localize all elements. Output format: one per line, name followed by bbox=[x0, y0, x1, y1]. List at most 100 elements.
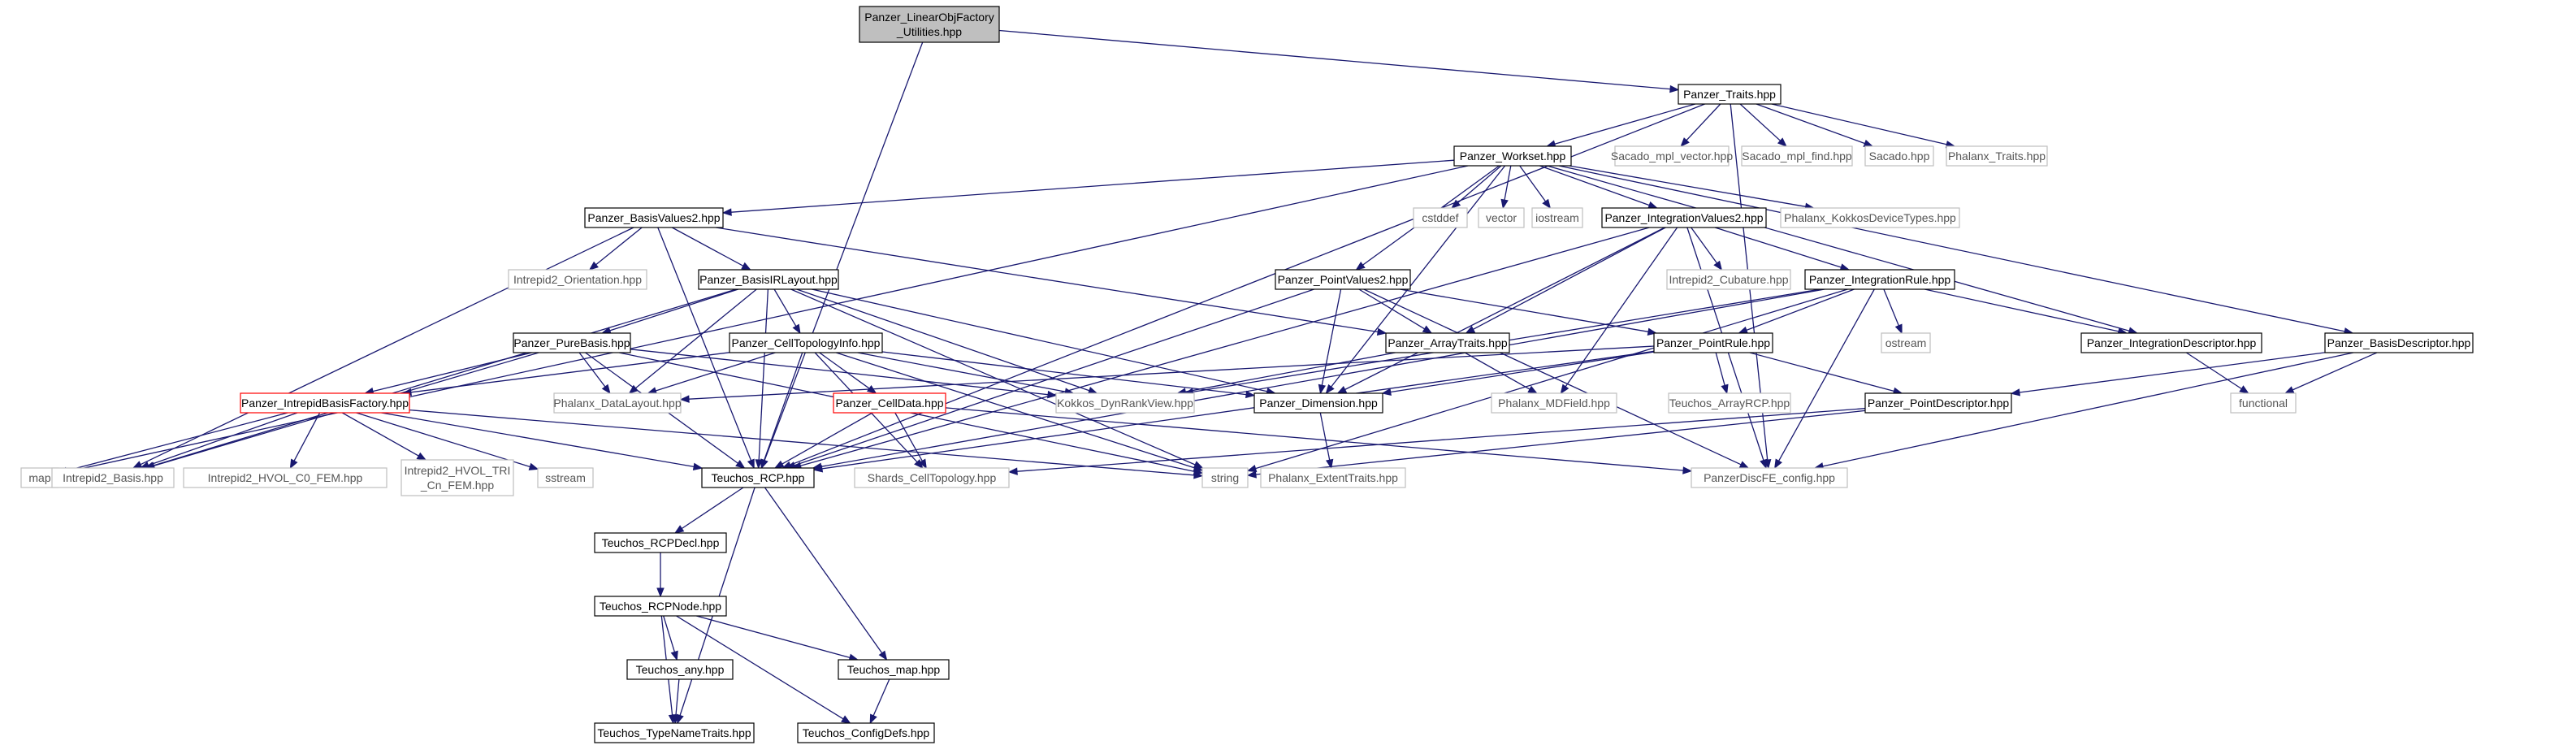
edge-line bbox=[1331, 165, 1506, 388]
edge-line bbox=[715, 227, 1379, 333]
node-label: string bbox=[1211, 471, 1239, 484]
node-typenametraits[interactable]: Teuchos_TypeNameTraits.hpp bbox=[594, 722, 755, 743]
node-box bbox=[1055, 392, 1195, 414]
edge-pointrule-to-teuchos_arcp bbox=[1715, 352, 1729, 395]
node-basisirlayout[interactable]: Panzer_BasisIRLayout.hpp bbox=[698, 269, 839, 290]
edge-arrowhead bbox=[1527, 385, 1538, 394]
node-box bbox=[1741, 145, 1853, 167]
edge-line bbox=[1714, 227, 1842, 268]
edge-line bbox=[148, 412, 298, 466]
edge-arrowhead bbox=[1193, 464, 1204, 472]
edge-arrowhead bbox=[1246, 464, 1258, 473]
node-basisdesc[interactable]: Panzer_BasisDescriptor.hpp bbox=[2324, 332, 2474, 353]
node-intrule[interactable]: Panzer_IntegrationRule.hpp bbox=[1804, 269, 1955, 290]
edge-workset-to-map bbox=[57, 165, 1469, 476]
node-box bbox=[1385, 332, 1510, 353]
edge-arrowhead bbox=[1246, 470, 1257, 479]
node-arraytraits[interactable]: Panzer_ArrayTraits.hpp bbox=[1385, 332, 1510, 353]
node-box bbox=[1491, 392, 1617, 414]
edge-intrepid_factory-to-string bbox=[409, 409, 1204, 479]
edge-line bbox=[857, 352, 1066, 392]
node-root[interactable]: Panzer_LinearObjFactory_Utilities.hpp bbox=[859, 6, 1000, 43]
node-teuchos_any[interactable]: Teuchos_any.hpp bbox=[626, 659, 734, 680]
edge-line bbox=[688, 345, 1655, 400]
edge-line bbox=[894, 412, 923, 462]
node-box bbox=[838, 659, 950, 680]
edge-rcpnode-to-configdefs bbox=[676, 615, 851, 724]
node-pointrule[interactable]: Panzer_PointRule.hpp bbox=[1653, 332, 1773, 353]
edge-line bbox=[800, 227, 1650, 466]
node-box bbox=[1864, 145, 1934, 167]
node-configdefs[interactable]: Teuchos_ConfigDefs.hpp bbox=[797, 722, 935, 743]
edge-traits-to-sacado_vec bbox=[1680, 103, 1721, 147]
node-label: iostream bbox=[1535, 211, 1579, 224]
edge-celltopo-to-intrepid_factory bbox=[401, 352, 730, 396]
edge-line bbox=[410, 352, 730, 393]
node-pointvalues2[interactable]: Panzer_PointValues2.hpp bbox=[1275, 269, 1411, 290]
node-label: _Utilities.hpp bbox=[896, 25, 962, 38]
node-box bbox=[1653, 332, 1773, 353]
edge-line bbox=[1554, 103, 1695, 145]
edge-line bbox=[140, 227, 634, 466]
node-box bbox=[854, 467, 1010, 488]
node-teuchos_rcp[interactable]: Teuchos_RCP.hpp bbox=[701, 467, 815, 488]
node-box bbox=[701, 467, 815, 488]
edge-line bbox=[812, 288, 1267, 392]
node-basisvalues2[interactable]: Panzer_BasisValues2.hpp bbox=[584, 207, 724, 228]
edge-intdesc-to-functional bbox=[2185, 352, 2249, 394]
node-label: Panzer_ArrayTraits.hpp bbox=[1388, 336, 1508, 349]
node-rcpnode[interactable]: Teuchos_RCPNode.hpp bbox=[594, 596, 727, 617]
node-box bbox=[1478, 207, 1525, 228]
node-label: Teuchos_ArrayRCP.hpp bbox=[1669, 396, 1790, 410]
node-box bbox=[51, 467, 175, 488]
edge-workset-to-intvalues2 bbox=[1539, 165, 1658, 209]
node-intdesc[interactable]: Panzer_IntegrationDescriptor.hpp bbox=[2080, 332, 2262, 353]
edge-rcpnode-to-teuchos_any bbox=[663, 615, 678, 661]
edge-rcpnode-to-teuchos_map bbox=[696, 615, 859, 661]
node-traits[interactable]: Panzer_Traits.hpp bbox=[1678, 84, 1782, 105]
edge-line bbox=[1883, 288, 1899, 326]
edge-arrowhead bbox=[1682, 466, 1693, 474]
node-label: Panzer_Traits.hpp bbox=[1683, 88, 1776, 101]
edge-arrowhead bbox=[1500, 198, 1509, 210]
edge-line bbox=[796, 288, 1090, 392]
node-teuchos_map[interactable]: Teuchos_map.hpp bbox=[838, 659, 950, 680]
node-celltopo[interactable]: Panzer_CellTopologyInfo.hpp bbox=[729, 332, 883, 353]
node-intvalues2[interactable]: Panzer_IntegrationValues2.hpp bbox=[1601, 207, 1767, 228]
edge-celldata-to-shards bbox=[894, 412, 927, 470]
edge-arrowhead bbox=[747, 458, 755, 470]
node-rcpdecl[interactable]: Teuchos_RCPDecl.hpp bbox=[594, 532, 727, 553]
node-box bbox=[2080, 332, 2262, 353]
node-dimension[interactable]: Panzer_Dimension.hpp bbox=[1253, 392, 1383, 414]
edge-workset-to-cstddef bbox=[1451, 165, 1502, 209]
node-pointdesc[interactable]: Panzer_PointDescriptor.hpp bbox=[1864, 392, 2012, 414]
edge-line bbox=[372, 352, 532, 392]
edge-rcpdecl-to-rcpnode bbox=[656, 552, 665, 598]
edge-arrowhead bbox=[1777, 137, 1787, 147]
edge-arrowhead bbox=[588, 261, 599, 271]
node-phalanx_ext: Phalanx_ExtentTraits.hpp bbox=[1260, 467, 1406, 488]
edge-teuchos_rcp-to-teuchos_map bbox=[764, 487, 888, 661]
node-teuchos_arcp: Teuchos_ArrayRCP.hpp bbox=[1668, 392, 1791, 414]
edge-line bbox=[409, 409, 1195, 476]
node-ostream: ostream bbox=[1881, 332, 1931, 353]
node-iostream: iostream bbox=[1531, 207, 1583, 228]
node-intrepid_cub: Intrepid2_Cubature.hpp bbox=[1666, 269, 1791, 290]
node-intrepid_factory[interactable]: Panzer_IntrepidBasisFactory.hpp bbox=[240, 392, 410, 414]
node-label: Teuchos_RCP.hpp bbox=[712, 471, 805, 484]
node-workset[interactable]: Panzer_Workset.hpp bbox=[1453, 145, 1572, 167]
node-cstddef: cstddef bbox=[1413, 207, 1468, 228]
edge-arrowhead bbox=[1774, 458, 1782, 470]
edge-arrowhead bbox=[1542, 198, 1552, 210]
node-celldata[interactable]: Panzer_CellData.hpp bbox=[833, 392, 946, 414]
edge-arrowhead bbox=[1863, 139, 1874, 147]
edge-arrowhead bbox=[1355, 262, 1366, 271]
edge-teuchos_rcp-to-rcpdecl bbox=[673, 487, 744, 534]
node-purebasis[interactable]: Panzer_PureBasis.hpp bbox=[513, 332, 631, 353]
edge-pointrule-to-teuchos_rcp bbox=[812, 350, 1655, 473]
node-box bbox=[508, 269, 647, 290]
edge-basisvalues2-to-basisirlayout bbox=[671, 227, 751, 271]
node-label: Phalanx_KokkosDeviceTypes.hpp bbox=[1784, 211, 1956, 224]
edge-line bbox=[1715, 352, 1725, 386]
edge-line bbox=[790, 288, 1196, 466]
